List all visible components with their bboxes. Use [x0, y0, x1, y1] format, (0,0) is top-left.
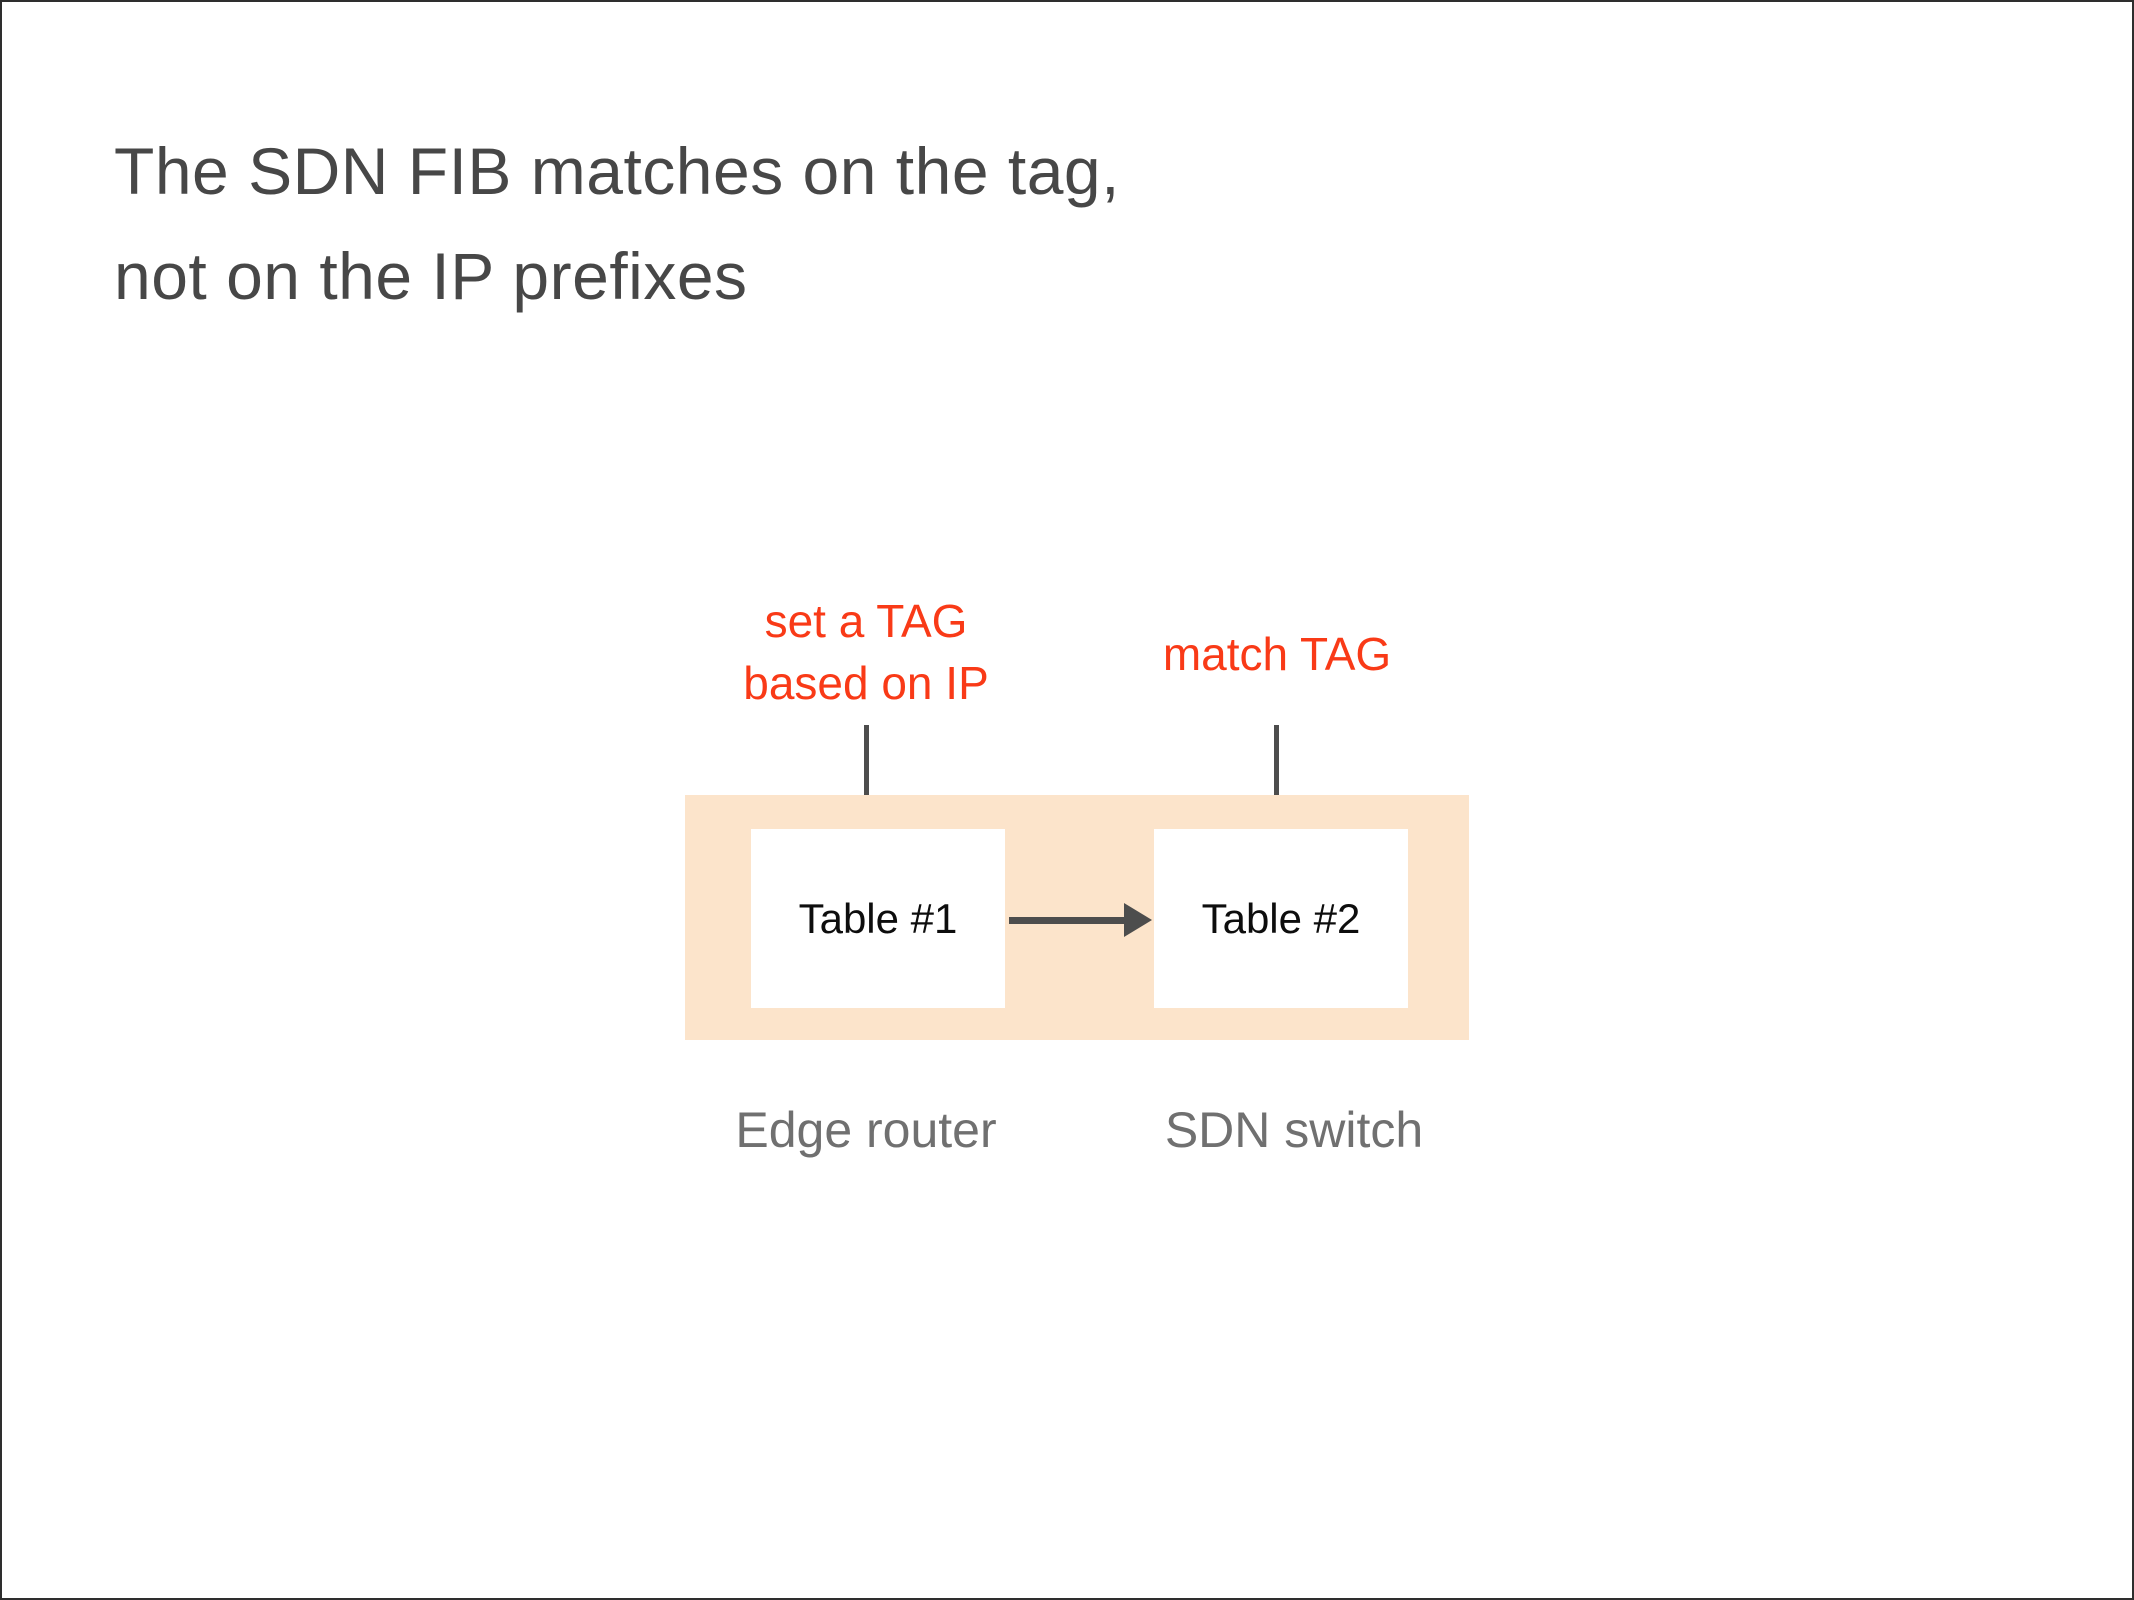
table1-box: Table #1 — [751, 829, 1005, 1008]
connector-line-set-tag — [864, 725, 869, 829]
caption-sdn-switch: SDN switch — [1164, 1102, 1424, 1158]
caption-edge-router: Edge router — [735, 1102, 997, 1158]
table2-box: Table #2 — [1154, 829, 1408, 1008]
arrow-head-icon — [1124, 903, 1152, 937]
annotation-set-tag: set a TAG based on IP — [716, 590, 1016, 714]
annotation-match-tag: match TAG — [1127, 623, 1427, 685]
arrow-shaft — [1009, 917, 1128, 924]
slide-title: The SDN FIB matches on the tag, not on t… — [114, 119, 1120, 329]
table2-label: Table #2 — [1201, 894, 1361, 942]
table1-label: Table #1 — [798, 894, 958, 942]
slide-title-line1: The SDN FIB matches on the tag, — [114, 134, 1120, 208]
annotation-set-tag-line2: based on IP — [743, 657, 989, 709]
annotation-set-tag-line1: set a TAG — [764, 595, 968, 647]
connector-line-match-tag — [1274, 725, 1279, 829]
flow-arrow — [1009, 900, 1152, 940]
slide-title-line2: not on the IP prefixes — [114, 239, 748, 313]
annotation-match-tag-line1: match TAG — [1162, 628, 1392, 680]
